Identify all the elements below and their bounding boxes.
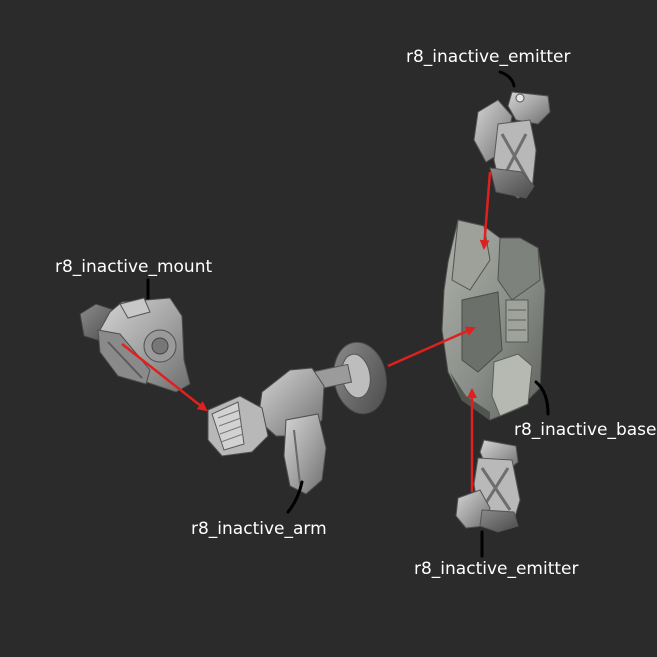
part-emitter-bottom (455, 439, 521, 533)
label-mount: r8_inactive_mount (55, 257, 213, 277)
label-arm: r8_inactive_arm (191, 519, 327, 539)
label-emitter-bottom: r8_inactive_emitter (414, 559, 579, 579)
arrow-mount-to-arm (121, 343, 208, 412)
leader-base (534, 380, 550, 416)
label-base: r8_inactive_base (514, 420, 657, 440)
leader-emitter-top (498, 70, 516, 88)
part-arm (207, 341, 387, 495)
leader-arm (286, 480, 304, 514)
part-mount (79, 297, 191, 393)
assembly-arrows (121, 171, 492, 492)
arrow-arm-to-base (387, 326, 476, 368)
label-emitter-top: r8_inactive_emitter (406, 47, 571, 67)
leader-lines (146, 70, 550, 558)
arrow-emitter-top-to-base (479, 171, 492, 250)
part-base (441, 219, 546, 421)
part-emitter-top (473, 91, 551, 199)
